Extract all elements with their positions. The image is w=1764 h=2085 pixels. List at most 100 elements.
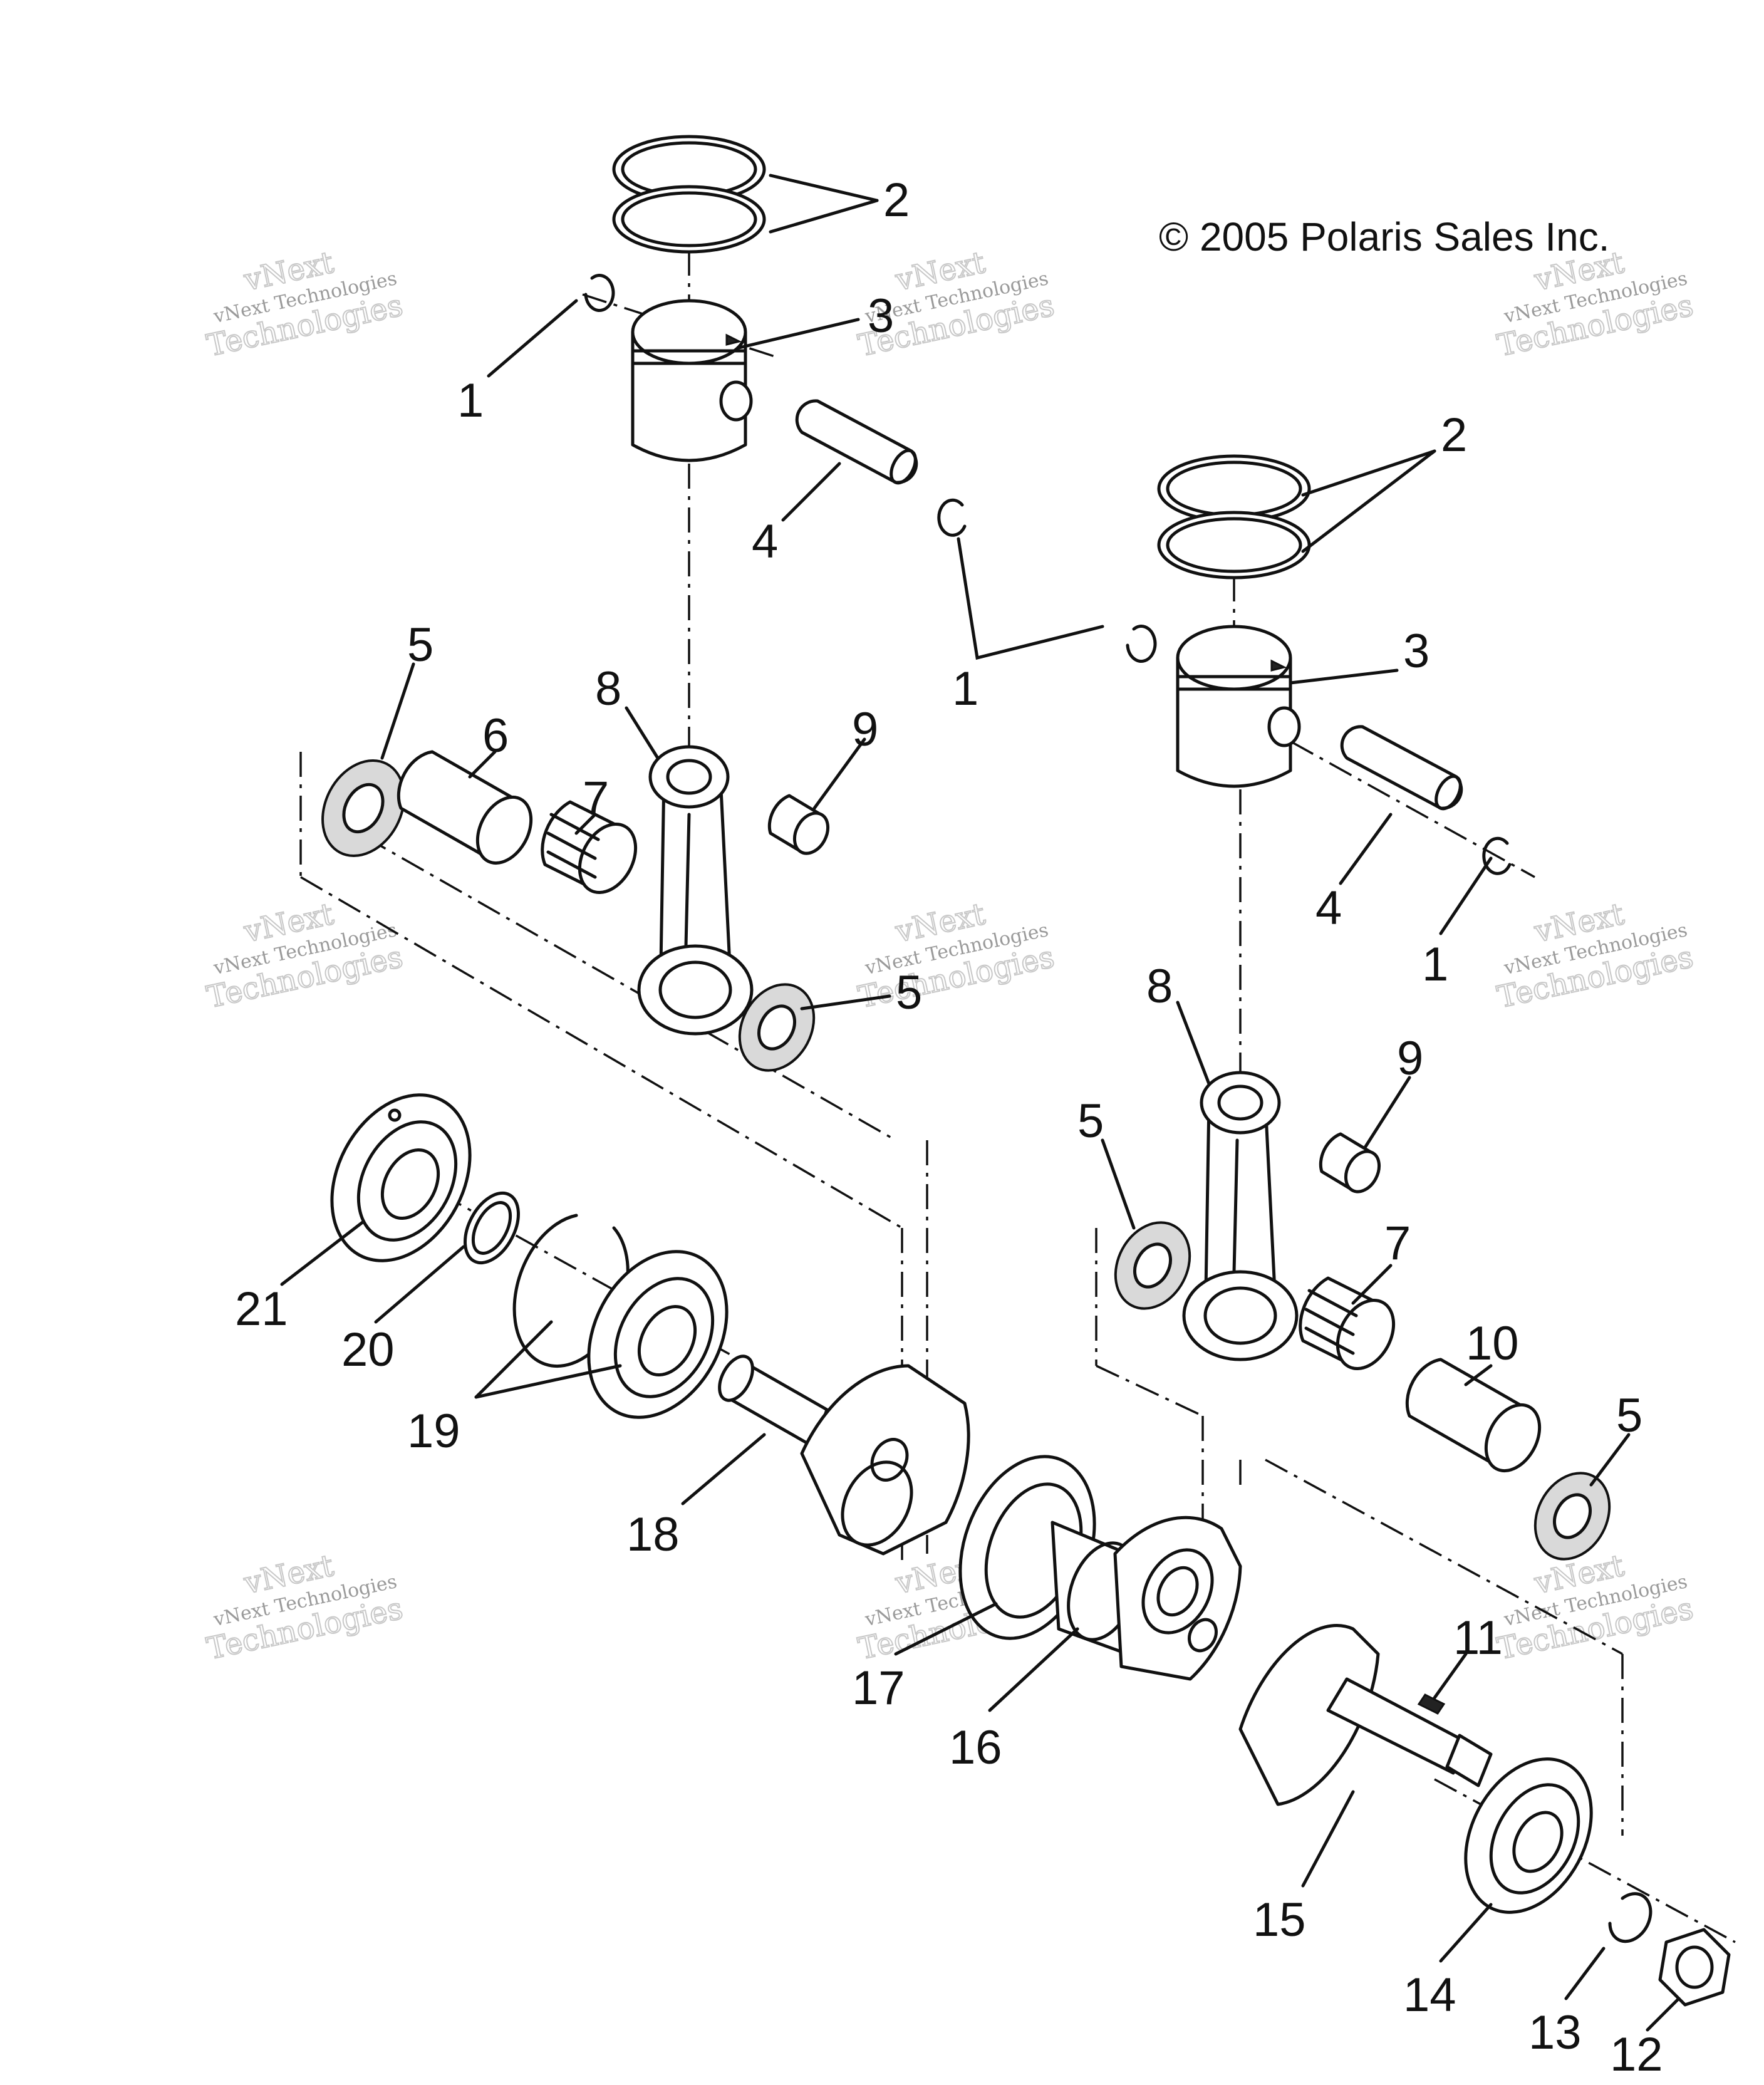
callout-5: 5	[1077, 1094, 1104, 1148]
leader-5	[800, 994, 891, 1011]
needle-roller	[1304, 1308, 1355, 1336]
lock-washer	[1608, 1892, 1652, 1943]
leader-9	[1364, 1076, 1411, 1148]
shim-washer	[464, 1191, 520, 1265]
leader-3	[1289, 668, 1399, 685]
leader-3	[737, 318, 860, 350]
leader-21	[280, 1220, 365, 1286]
needle-roller	[1304, 1326, 1355, 1355]
needle-roller	[546, 831, 597, 860]
callout-13: 13	[1528, 2006, 1582, 2059]
main-bearing-dowel	[388, 1108, 402, 1122]
leader-17	[894, 1602, 998, 1656]
leader-4	[781, 462, 841, 522]
piston-arrow-mark	[725, 333, 742, 346]
callout-1: 1	[1422, 938, 1448, 991]
callout-5: 5	[896, 966, 922, 1019]
piston-pin-boss	[719, 380, 753, 422]
callout-5: 5	[1616, 1389, 1642, 1442]
callout-9: 9	[1397, 1032, 1423, 1085]
callout-labels: 1 2 3 4 1 2 3 4 1 5 6 7 8 9 5 8 9 5 7 10…	[235, 174, 1663, 2081]
callout-7: 7	[583, 772, 609, 825]
leader-5	[1101, 1138, 1136, 1230]
callout-15: 15	[1253, 1893, 1306, 1947]
callout-3: 3	[1403, 625, 1429, 678]
leader-2	[769, 174, 879, 202]
crank-bearing-outer	[587, 1250, 729, 1419]
small-end-bearing-end	[1344, 1150, 1381, 1193]
callout-11: 11	[1453, 1611, 1503, 1665]
piston-pin-circlip	[584, 274, 615, 312]
center-crank	[958, 1455, 1242, 1681]
piston-pin-boss	[1267, 706, 1301, 747]
leader-2	[769, 199, 879, 234]
callout-16: 16	[949, 1721, 1002, 1774]
left-bracket-lower	[300, 876, 903, 1229]
callout-1: 1	[457, 374, 484, 427]
piston-crown	[631, 299, 747, 365]
wrist-pin	[795, 399, 918, 484]
callout-8: 8	[595, 662, 621, 715]
callout-5: 5	[407, 618, 433, 672]
leader-14	[1439, 1903, 1493, 1963]
leader-2	[1301, 449, 1436, 497]
main-bearing-race	[356, 1120, 458, 1242]
right-rod-assembly	[1114, 1071, 1611, 1561]
copyright-notice: © 2005 Polaris Sales Inc.	[1159, 214, 1610, 259]
callout-1: 1	[952, 662, 978, 715]
leader-4	[1339, 813, 1393, 885]
crank-web-pin-hole	[841, 1460, 913, 1547]
callout-6: 6	[482, 709, 509, 762]
callout-14: 14	[1403, 1968, 1456, 2022]
leader-10	[1464, 1364, 1493, 1386]
thrust-washer-hole	[1133, 1242, 1173, 1289]
piston-pin-circlip	[1126, 625, 1157, 663]
connecting-rod-big-end	[1182, 1270, 1299, 1361]
assembly-center-lines	[299, 163, 1736, 1943]
connecting-rod-small-end-bore	[666, 759, 712, 795]
piston-arrow-mark	[1270, 659, 1287, 672]
crank-web-pin-hole	[1141, 1548, 1214, 1635]
connecting-rod-rib	[684, 813, 691, 948]
connecting-rod-big-end	[637, 944, 754, 1036]
left-crank-end	[330, 1093, 970, 1556]
left-rod-assembly	[321, 745, 830, 1072]
leader-15	[1301, 1790, 1355, 1888]
needle-roller	[546, 850, 597, 879]
leader-11	[1433, 1652, 1468, 1700]
crank-web-pin-bore	[870, 1438, 909, 1482]
needle-roller	[549, 813, 600, 841]
callout-18: 18	[626, 1508, 680, 1561]
right-crank-axis	[1265, 1458, 1623, 1655]
piston-crown	[1176, 625, 1292, 691]
callout-3: 3	[868, 289, 894, 343]
callout-12: 12	[1610, 2028, 1663, 2081]
leader-6	[468, 750, 497, 779]
leader-20	[374, 1245, 465, 1324]
crank-web-right	[1238, 1624, 1380, 1806]
connecting-rod-small-end	[648, 745, 730, 809]
leader-5	[1589, 1433, 1631, 1487]
leader-9	[812, 737, 866, 810]
leader-16	[988, 1627, 1079, 1712]
leader-19	[474, 1320, 553, 1399]
leader-1	[487, 299, 578, 378]
piston-pin-circlip	[937, 498, 967, 537]
crank-nut	[1658, 1928, 1731, 2007]
callout-2: 2	[1441, 408, 1467, 462]
callout-10: 10	[1466, 1317, 1519, 1370]
crank-shaft-stub-end	[718, 1354, 754, 1402]
piston-ring-lower	[612, 185, 766, 254]
right-piston-group	[1126, 454, 1512, 875]
shim-washer-hole	[471, 1201, 512, 1255]
piston-pin-circlip	[1482, 836, 1512, 875]
leader-7	[1351, 1264, 1393, 1305]
callout-20: 20	[341, 1323, 395, 1376]
main-bearing-bore	[380, 1148, 440, 1220]
callout-9: 9	[852, 703, 878, 756]
thrust-washer-hole	[1552, 1493, 1592, 1539]
callout-7: 7	[1384, 1217, 1411, 1270]
callout-8: 8	[1146, 960, 1173, 1013]
left-piston-group	[584, 135, 967, 537]
